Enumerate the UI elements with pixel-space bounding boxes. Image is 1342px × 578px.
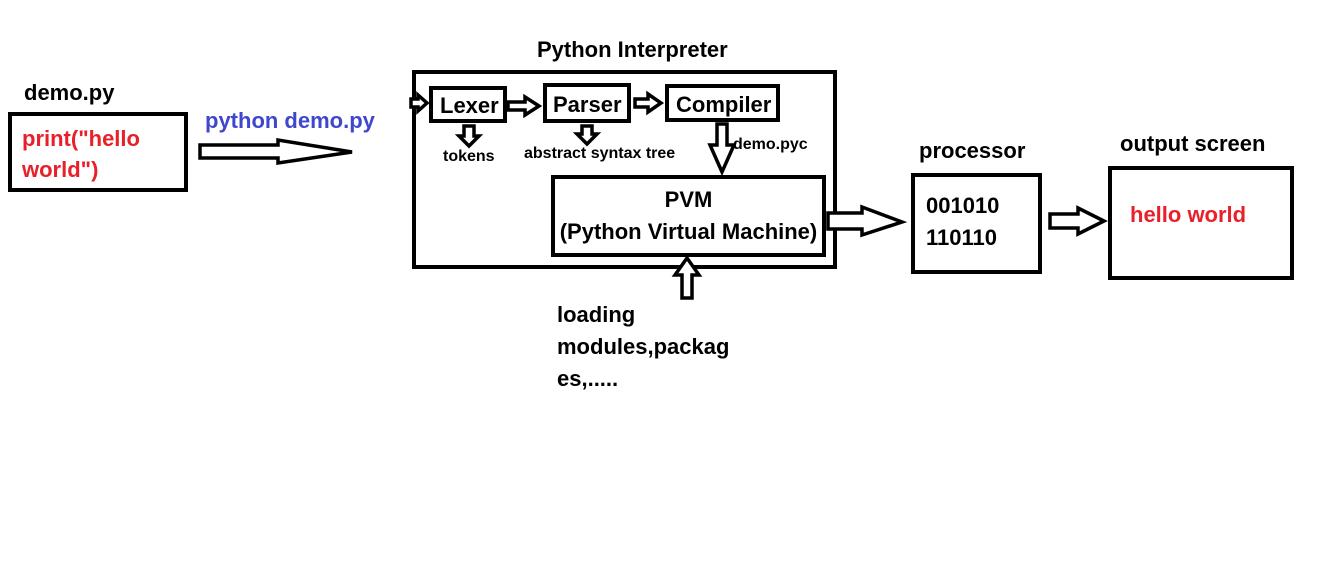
processor-bits-line1: 001010 [926,193,1000,218]
source-code-line2: world") [22,157,99,182]
run-command-label: python demo.py [205,108,375,133]
source-code-line1: print("hello [22,126,140,151]
parser-box: Parser [543,83,631,123]
parser-to-compiler-arrow [633,90,665,116]
output-screen-box: hello world [1108,166,1294,280]
loading-line3: es,..... [557,366,619,391]
lexer-label: Lexer [440,93,499,118]
pvm-label: PVM [664,187,713,212]
lexer-box: Lexer [429,86,507,123]
compiler-to-pvm-arrow [707,122,737,177]
lexer-to-parser-arrow [506,93,543,119]
loading-to-pvm-arrow [671,254,703,300]
parser-to-ast-arrow [572,124,602,147]
source-file-title: demo.py [24,80,115,105]
output-text: hello world [1130,202,1247,227]
lexer-to-tokens-arrow [454,124,484,149]
interpreter-title: Python Interpreter [537,37,728,62]
processor-to-output-arrow [1048,205,1108,237]
pvm-to-processor-arrow [826,204,908,238]
input-to-lexer-arrow [409,91,430,115]
loading-line2: modules,packag [557,334,730,359]
ast-label: abstract syntax tree [524,145,676,162]
loading-line1: loading [557,302,636,327]
pvm-fullname: (Python Virtual Machine) [559,219,818,244]
output-screen-title: output screen [1120,131,1266,156]
pvm-box: PVM (Python Virtual Machine) [551,175,826,257]
processor-bits-line2: 110110 [926,225,997,250]
source-code-box: print("hello world") [8,112,188,192]
parser-label: Parser [553,92,622,117]
processor-title: processor [919,138,1026,163]
compiler-box: Compiler [665,84,780,122]
compiler-label: Compiler [676,92,772,117]
processor-box: 001010 110110 [911,173,1042,274]
bytecode-label: demo.pyc [733,136,808,153]
tokens-label: tokens [443,148,495,165]
run-arrow [198,137,353,166]
